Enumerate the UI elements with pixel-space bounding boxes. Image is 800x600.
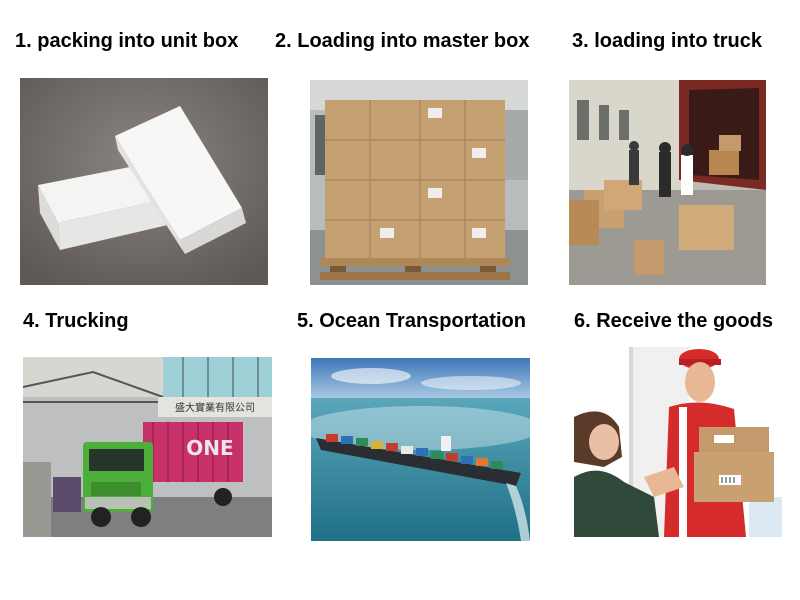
- green-truck-illustration: 盛大實業有限公司 ONE: [23, 357, 272, 537]
- ocean-photo: [311, 358, 530, 541]
- step-title: 5. Ocean Transportation: [297, 310, 526, 332]
- unit-box-photo: [20, 78, 268, 285]
- container-logo: ONE: [186, 436, 233, 460]
- step-title: 2. Loading into master box: [275, 30, 530, 52]
- building-sign: 盛大實業有限公司: [175, 401, 255, 414]
- step-title: 6. Receive the goods: [574, 310, 773, 332]
- pallet-illustration: [310, 80, 528, 285]
- white-boxes-illustration: [20, 78, 268, 285]
- receive-goods-photo: [574, 347, 782, 537]
- trucking-photo: 盛大實業有限公司 ONE: [23, 357, 272, 537]
- delivery-illustration: [574, 347, 782, 537]
- truck-loading-illustration: [569, 80, 766, 285]
- loading-truck-photo: [569, 80, 766, 285]
- master-box-photo: [310, 80, 528, 285]
- container-ship-illustration: [311, 358, 530, 541]
- step-title: 4. Trucking: [23, 310, 129, 332]
- step-title: 3. loading into truck: [572, 30, 763, 52]
- step-title: 1. packing into unit box: [15, 30, 239, 52]
